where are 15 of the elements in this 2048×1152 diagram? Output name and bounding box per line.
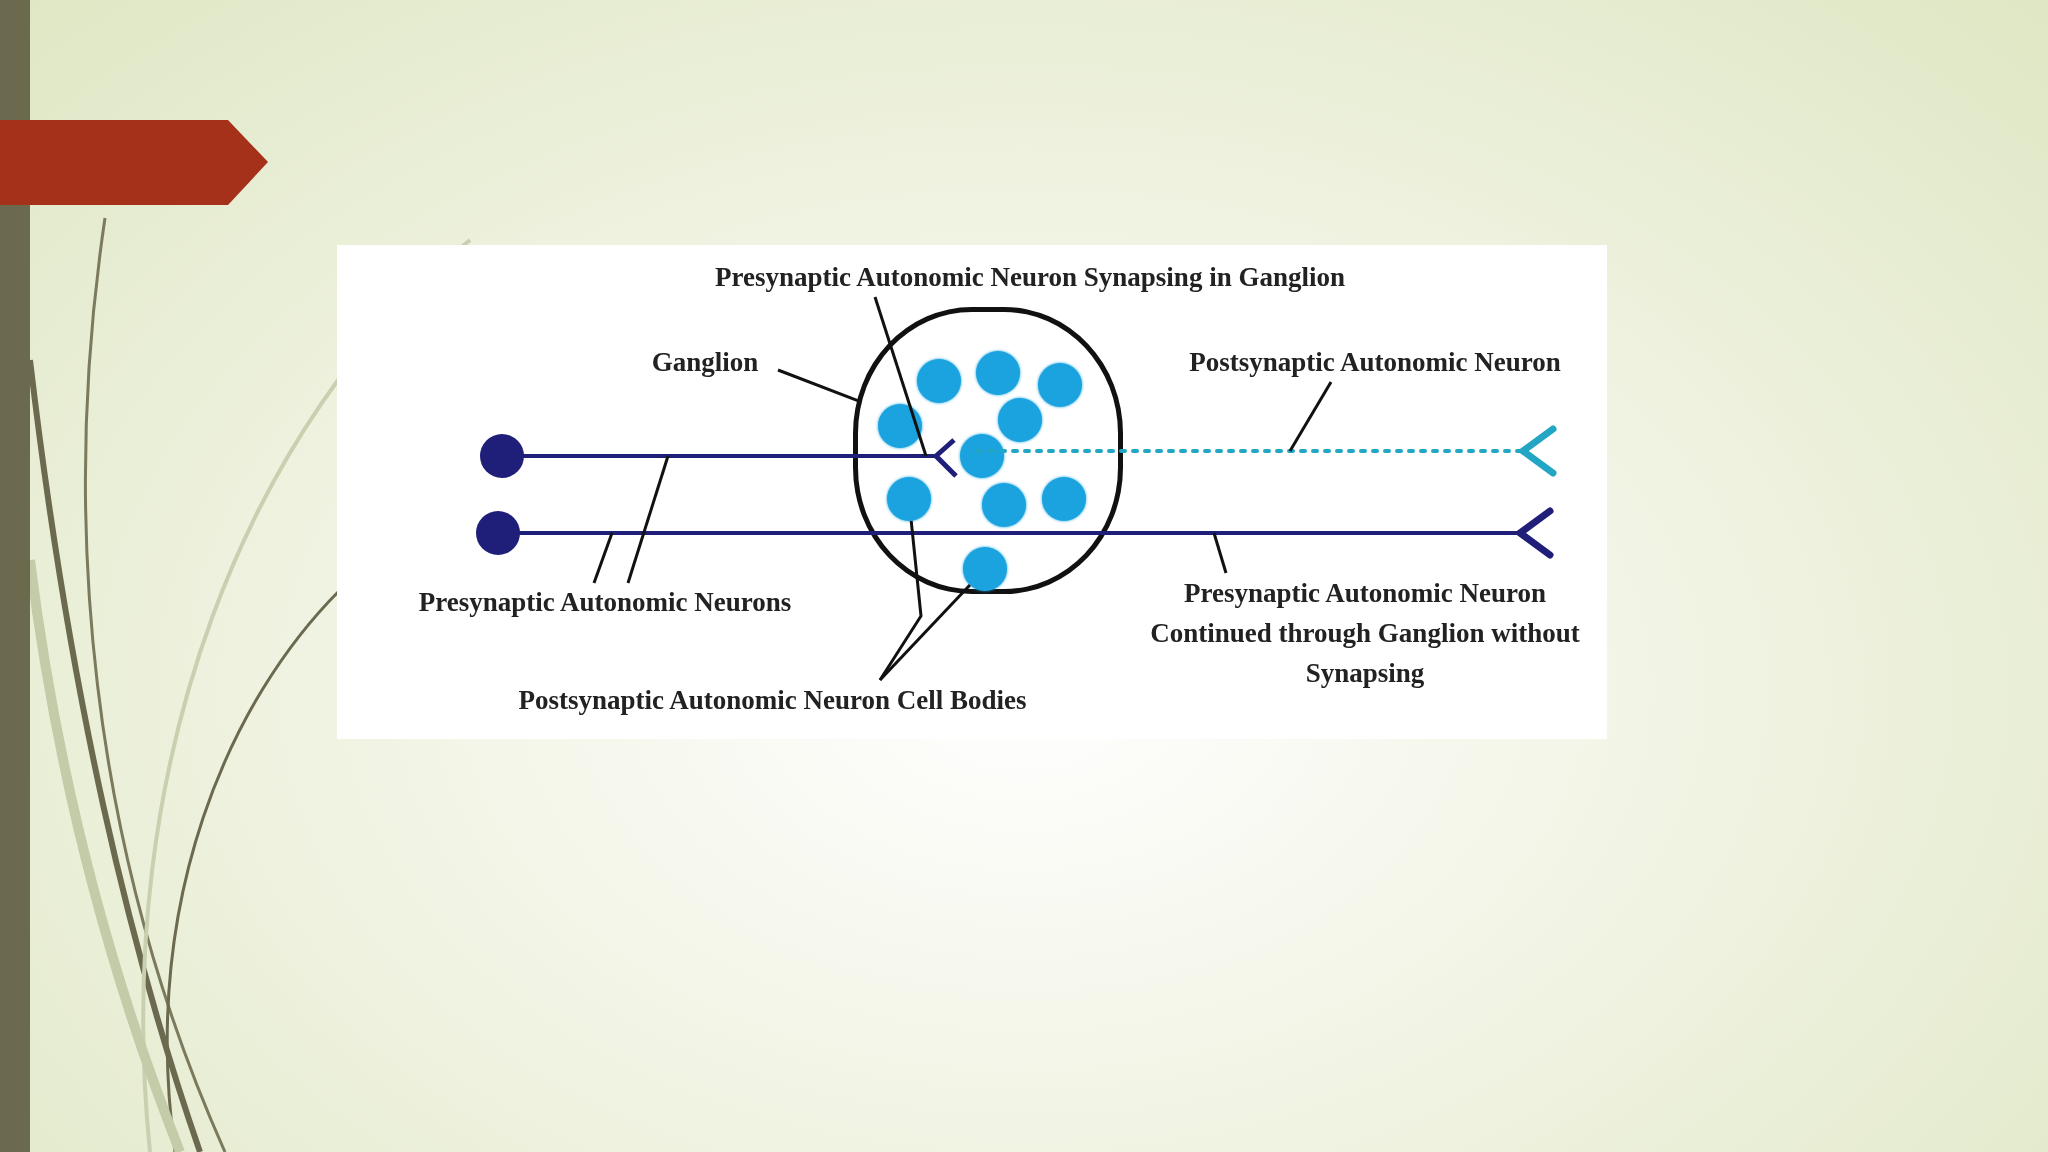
label-text: Ganglion: [630, 342, 780, 382]
leader-line: [1288, 381, 1333, 452]
leader-line: [1212, 532, 1228, 574]
leader-line: [873, 296, 928, 457]
leader-line: [592, 532, 614, 584]
postsynaptic-neuron: [977, 425, 1557, 477]
ganglion-outline: [853, 307, 1123, 594]
label-text: Postsynaptic Autonomic Neuron Cell Bodies: [475, 680, 1070, 720]
label-text: Presynaptic Autonomic Neuron Continued through Ganglion without Synapsing: [1140, 573, 1590, 693]
leader-line: [626, 455, 670, 584]
label-text: Presynaptic Autonomic Neuron Synapsing in Ganglion: [640, 257, 1420, 297]
presynaptic-neuron: [474, 506, 1554, 560]
label-text: Postsynaptic Autonomic Neuron: [1155, 342, 1595, 382]
label-text: Presynaptic Autonomic Neurons: [385, 582, 825, 622]
leader-line: [878, 583, 971, 682]
